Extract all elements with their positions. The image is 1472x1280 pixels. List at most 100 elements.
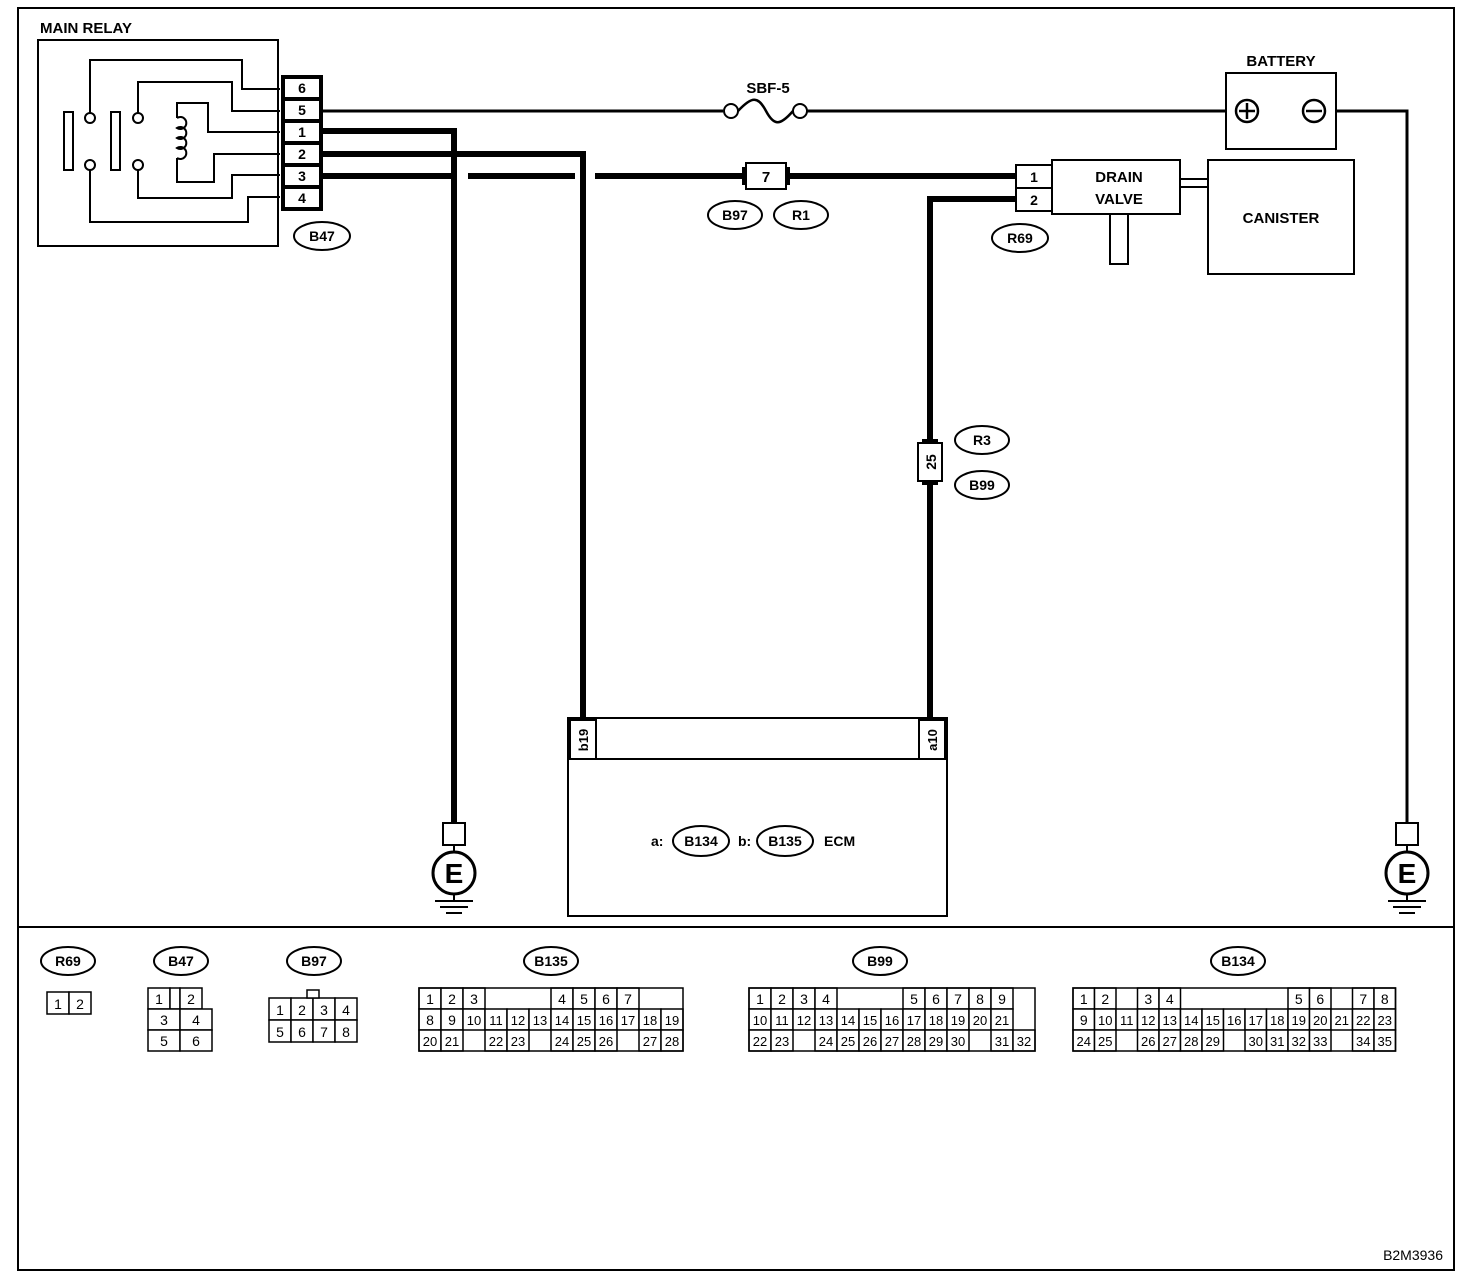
connector-pin: 11: [489, 1013, 503, 1028]
connector-pin: 25: [577, 1034, 591, 1049]
connector-pin: 1: [276, 1002, 284, 1018]
drawing-id: B2M3936: [1383, 1247, 1443, 1263]
connector-pin: 19: [951, 1013, 965, 1028]
joint-connector-7-pin: 7: [762, 169, 770, 186]
connector-pin: 32: [1292, 1034, 1306, 1049]
connector-pin: 28: [665, 1034, 679, 1049]
connector-pin: 1: [155, 991, 163, 1007]
connector-pin: 15: [577, 1013, 591, 1028]
connector-pin: 30: [951, 1034, 965, 1049]
connector-pin: 19: [665, 1013, 679, 1028]
drain-valve-pin-2: 2: [1030, 192, 1038, 208]
ecm-prefix-b: b:: [738, 833, 751, 849]
fuse-label: SBF-5: [746, 80, 789, 97]
connector-pin: 21: [1335, 1013, 1349, 1028]
connector-pin: 19: [1292, 1013, 1306, 1028]
connector-pin: 26: [599, 1034, 613, 1049]
connector-view-label-b99: B99: [867, 953, 893, 969]
connector-pin: 27: [1163, 1034, 1177, 1049]
connector-pin: 13: [1163, 1013, 1177, 1028]
ground-right: E: [1384, 822, 1430, 914]
connector-pin: 3: [470, 991, 478, 1007]
connector-pin: 4: [822, 991, 830, 1007]
connector-pin: 22: [1356, 1013, 1370, 1028]
connector-pin: 6: [602, 991, 610, 1007]
connector-pin: 4: [342, 1002, 350, 1018]
wire-drain-valve-ecm-a10: [927, 196, 1016, 718]
battery-label: BATTERY: [1246, 53, 1315, 70]
connector-pin: 1: [1080, 991, 1088, 1007]
connector-pin: 29: [929, 1034, 943, 1049]
ecm-prefix-a: a:: [651, 833, 663, 849]
connector-pin: 4: [1166, 991, 1174, 1007]
wire-battery-ground: [1335, 109, 1409, 823]
relay-pin-5: 5: [298, 102, 306, 118]
connector-pin: 7: [954, 991, 962, 1007]
connector-pin: 5: [580, 991, 588, 1007]
connector-label-r1: R1: [792, 207, 810, 223]
connector-pin: 23: [1378, 1013, 1392, 1028]
connector-pin: 12: [797, 1013, 811, 1028]
relay-switch-symbol: [63, 59, 280, 223]
connector-pin: 6: [192, 1033, 200, 1049]
connector-pin: 8: [426, 1012, 434, 1028]
connector-pin: 10: [1098, 1013, 1112, 1028]
connector-pin: 25: [1098, 1034, 1112, 1049]
drain-valve-label-1: DRAIN: [1095, 169, 1143, 186]
connector-pin: 6: [1316, 991, 1324, 1007]
connector-pin: 5: [160, 1033, 168, 1049]
ecm-terminal-a10: a10: [925, 729, 940, 751]
connector-pin: 7: [320, 1024, 328, 1040]
canister-label: CANISTER: [1243, 210, 1320, 227]
connector-pin: 17: [621, 1013, 635, 1028]
connector-badge-b47: [293, 221, 351, 251]
connector-pin: 12: [511, 1013, 525, 1028]
ground-right-symbol: E: [1398, 858, 1417, 889]
connector-pin: 18: [929, 1013, 943, 1028]
connector-pin: 9: [998, 991, 1006, 1007]
ecm-terminal-b19: b19: [576, 729, 591, 751]
connector-pin: 24: [819, 1034, 833, 1049]
connector-pin: 12: [1141, 1013, 1155, 1028]
connector-pin: 1: [756, 991, 764, 1007]
connector-pin: 14: [555, 1013, 569, 1028]
connector-pin: 9: [448, 1012, 456, 1028]
connector-pin: 1: [426, 991, 434, 1007]
connector-pin: 18: [1270, 1013, 1284, 1028]
connector-pin: 4: [558, 991, 566, 1007]
connector-pin: 14: [841, 1013, 855, 1028]
connector-pin: 2: [298, 1002, 306, 1018]
connector-pin: 31: [1270, 1034, 1284, 1049]
connector-pin: 33: [1313, 1034, 1327, 1049]
connector-pin: 3: [320, 1002, 328, 1018]
connector-pin: 11: [775, 1013, 789, 1028]
connector-pin: 16: [599, 1013, 613, 1028]
joint-connector-25: 25 R3 B99: [917, 425, 1010, 500]
connector-pin: 28: [907, 1034, 921, 1049]
connector-pin: 27: [885, 1034, 899, 1049]
connector-pin: 21: [995, 1013, 1009, 1028]
joint-connector-7: 7 B97 R1: [707, 162, 829, 230]
connector-view-label-b97: B97: [301, 953, 327, 969]
connector-pin: 17: [1249, 1013, 1263, 1028]
joint-connector-25-pin: 25: [923, 454, 939, 470]
ground-left-symbol: E: [445, 858, 464, 889]
connector-pin: 23: [775, 1034, 789, 1049]
relay-pin-6: 6: [298, 80, 306, 96]
wires: [322, 109, 1409, 823]
connector-pin: 10: [467, 1013, 481, 1028]
connector-pin: 22: [753, 1034, 767, 1049]
relay-pin-3: 3: [298, 168, 306, 184]
connector-pin: 20: [423, 1034, 437, 1049]
canister: CANISTER: [1207, 159, 1355, 275]
connector-pin: 1: [54, 996, 62, 1012]
diagram-frame: [17, 7, 1455, 1271]
connector-label-r3: R3: [973, 432, 991, 448]
connector-view-label-r69: R69: [55, 953, 81, 969]
